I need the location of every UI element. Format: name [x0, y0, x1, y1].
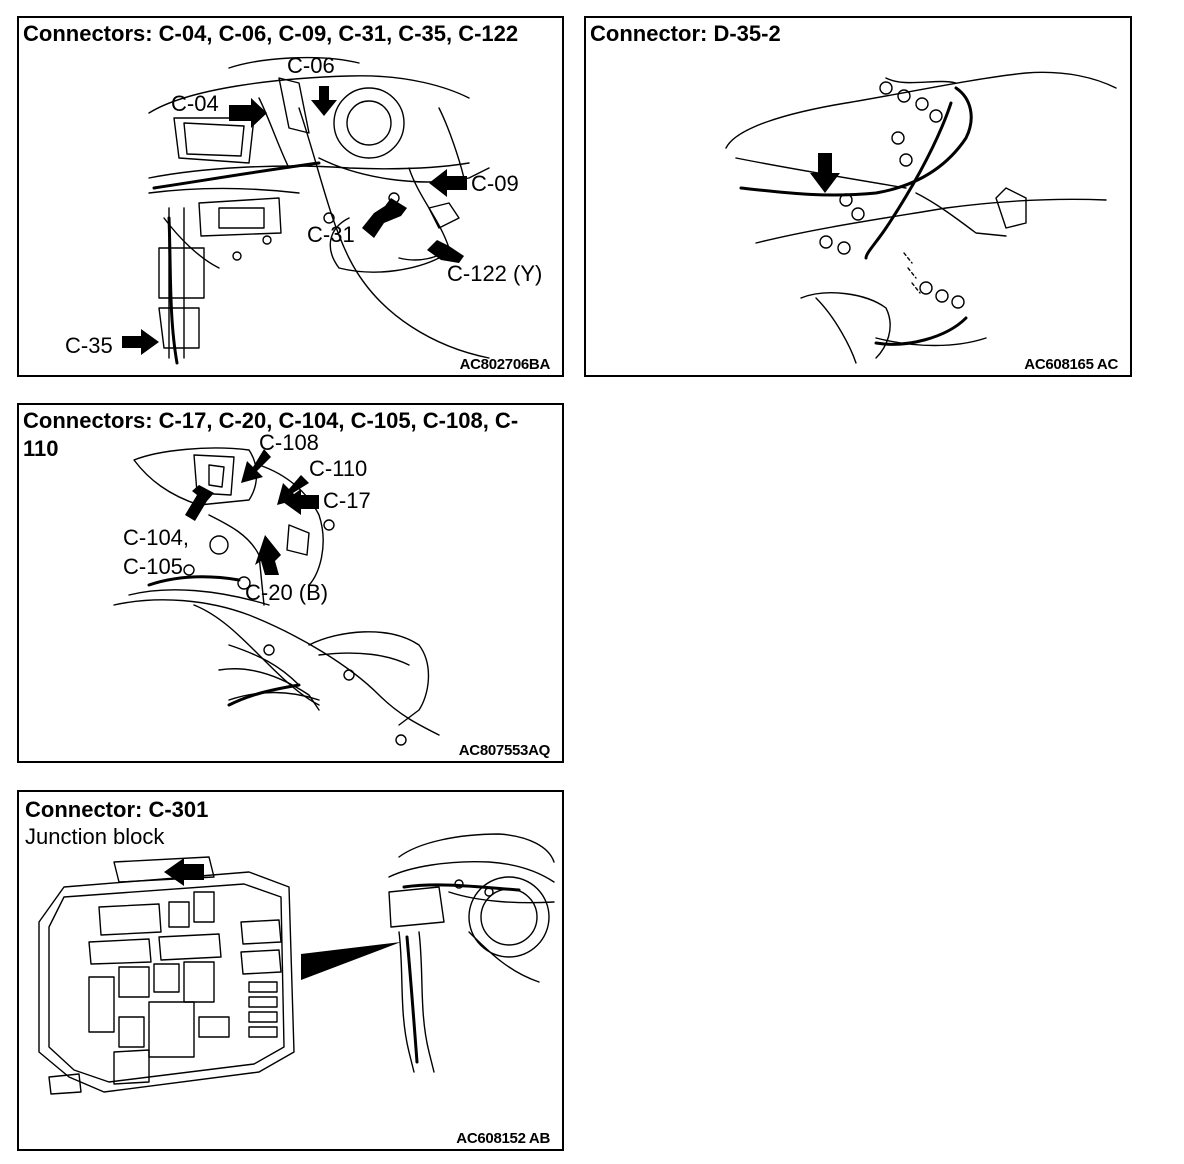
figure-code-3: AC807553AQ [458, 742, 551, 759]
label-c20: C-20 (B) [245, 580, 329, 605]
center-console-diagram [113, 447, 440, 746]
label-c06: C-06 [287, 53, 335, 78]
label-c104: C-104, [123, 525, 190, 550]
label-c105: C-105 [123, 554, 183, 579]
label-c110: C-110 [309, 456, 368, 481]
panel-4-subtitle: Junction block [25, 824, 165, 849]
panel-d35-connector: Connector: D-35-2 AC608165 AC [584, 16, 1132, 377]
dashboard-diagram-1 [122, 56, 490, 365]
panel-c04-connectors: Connectors: C-04, C-06, C-09, C-31, C-35… [17, 16, 564, 377]
roof-harness-diagram [725, 71, 1117, 364]
label-c09: C-09 [471, 171, 519, 196]
label-c17: C-17 [323, 488, 371, 513]
panel-c17-connectors: Connectors: C-17, C-20, C-104, C-105, C-… [17, 403, 564, 763]
label-c108: C-108 [259, 430, 319, 455]
label-c35: C-35 [65, 333, 113, 358]
label-c04: C-04 [171, 91, 219, 116]
panel-4-title: Connector: C-301 [25, 797, 209, 822]
panel-3-title: Connectors: C-17, C-20, C-104, C-105, C-… [23, 408, 519, 461]
panel-c301-junction-block: Connector: C-301 Junction block AC608152… [17, 790, 564, 1151]
label-c31: C-31 [307, 222, 355, 247]
figure-code-1: AC802706BA [459, 356, 551, 373]
junction-block-diagram [38, 833, 555, 1095]
figure-code-4: AC608152 AB [456, 1130, 550, 1147]
panel-1-title: Connectors: C-04, C-06, C-09, C-31, C-35… [23, 21, 519, 46]
panel-2-title: Connector: D-35-2 [590, 21, 781, 46]
label-c122: C-122 (Y) [447, 261, 543, 286]
figure-code-2: AC608165 AC [1024, 356, 1118, 373]
